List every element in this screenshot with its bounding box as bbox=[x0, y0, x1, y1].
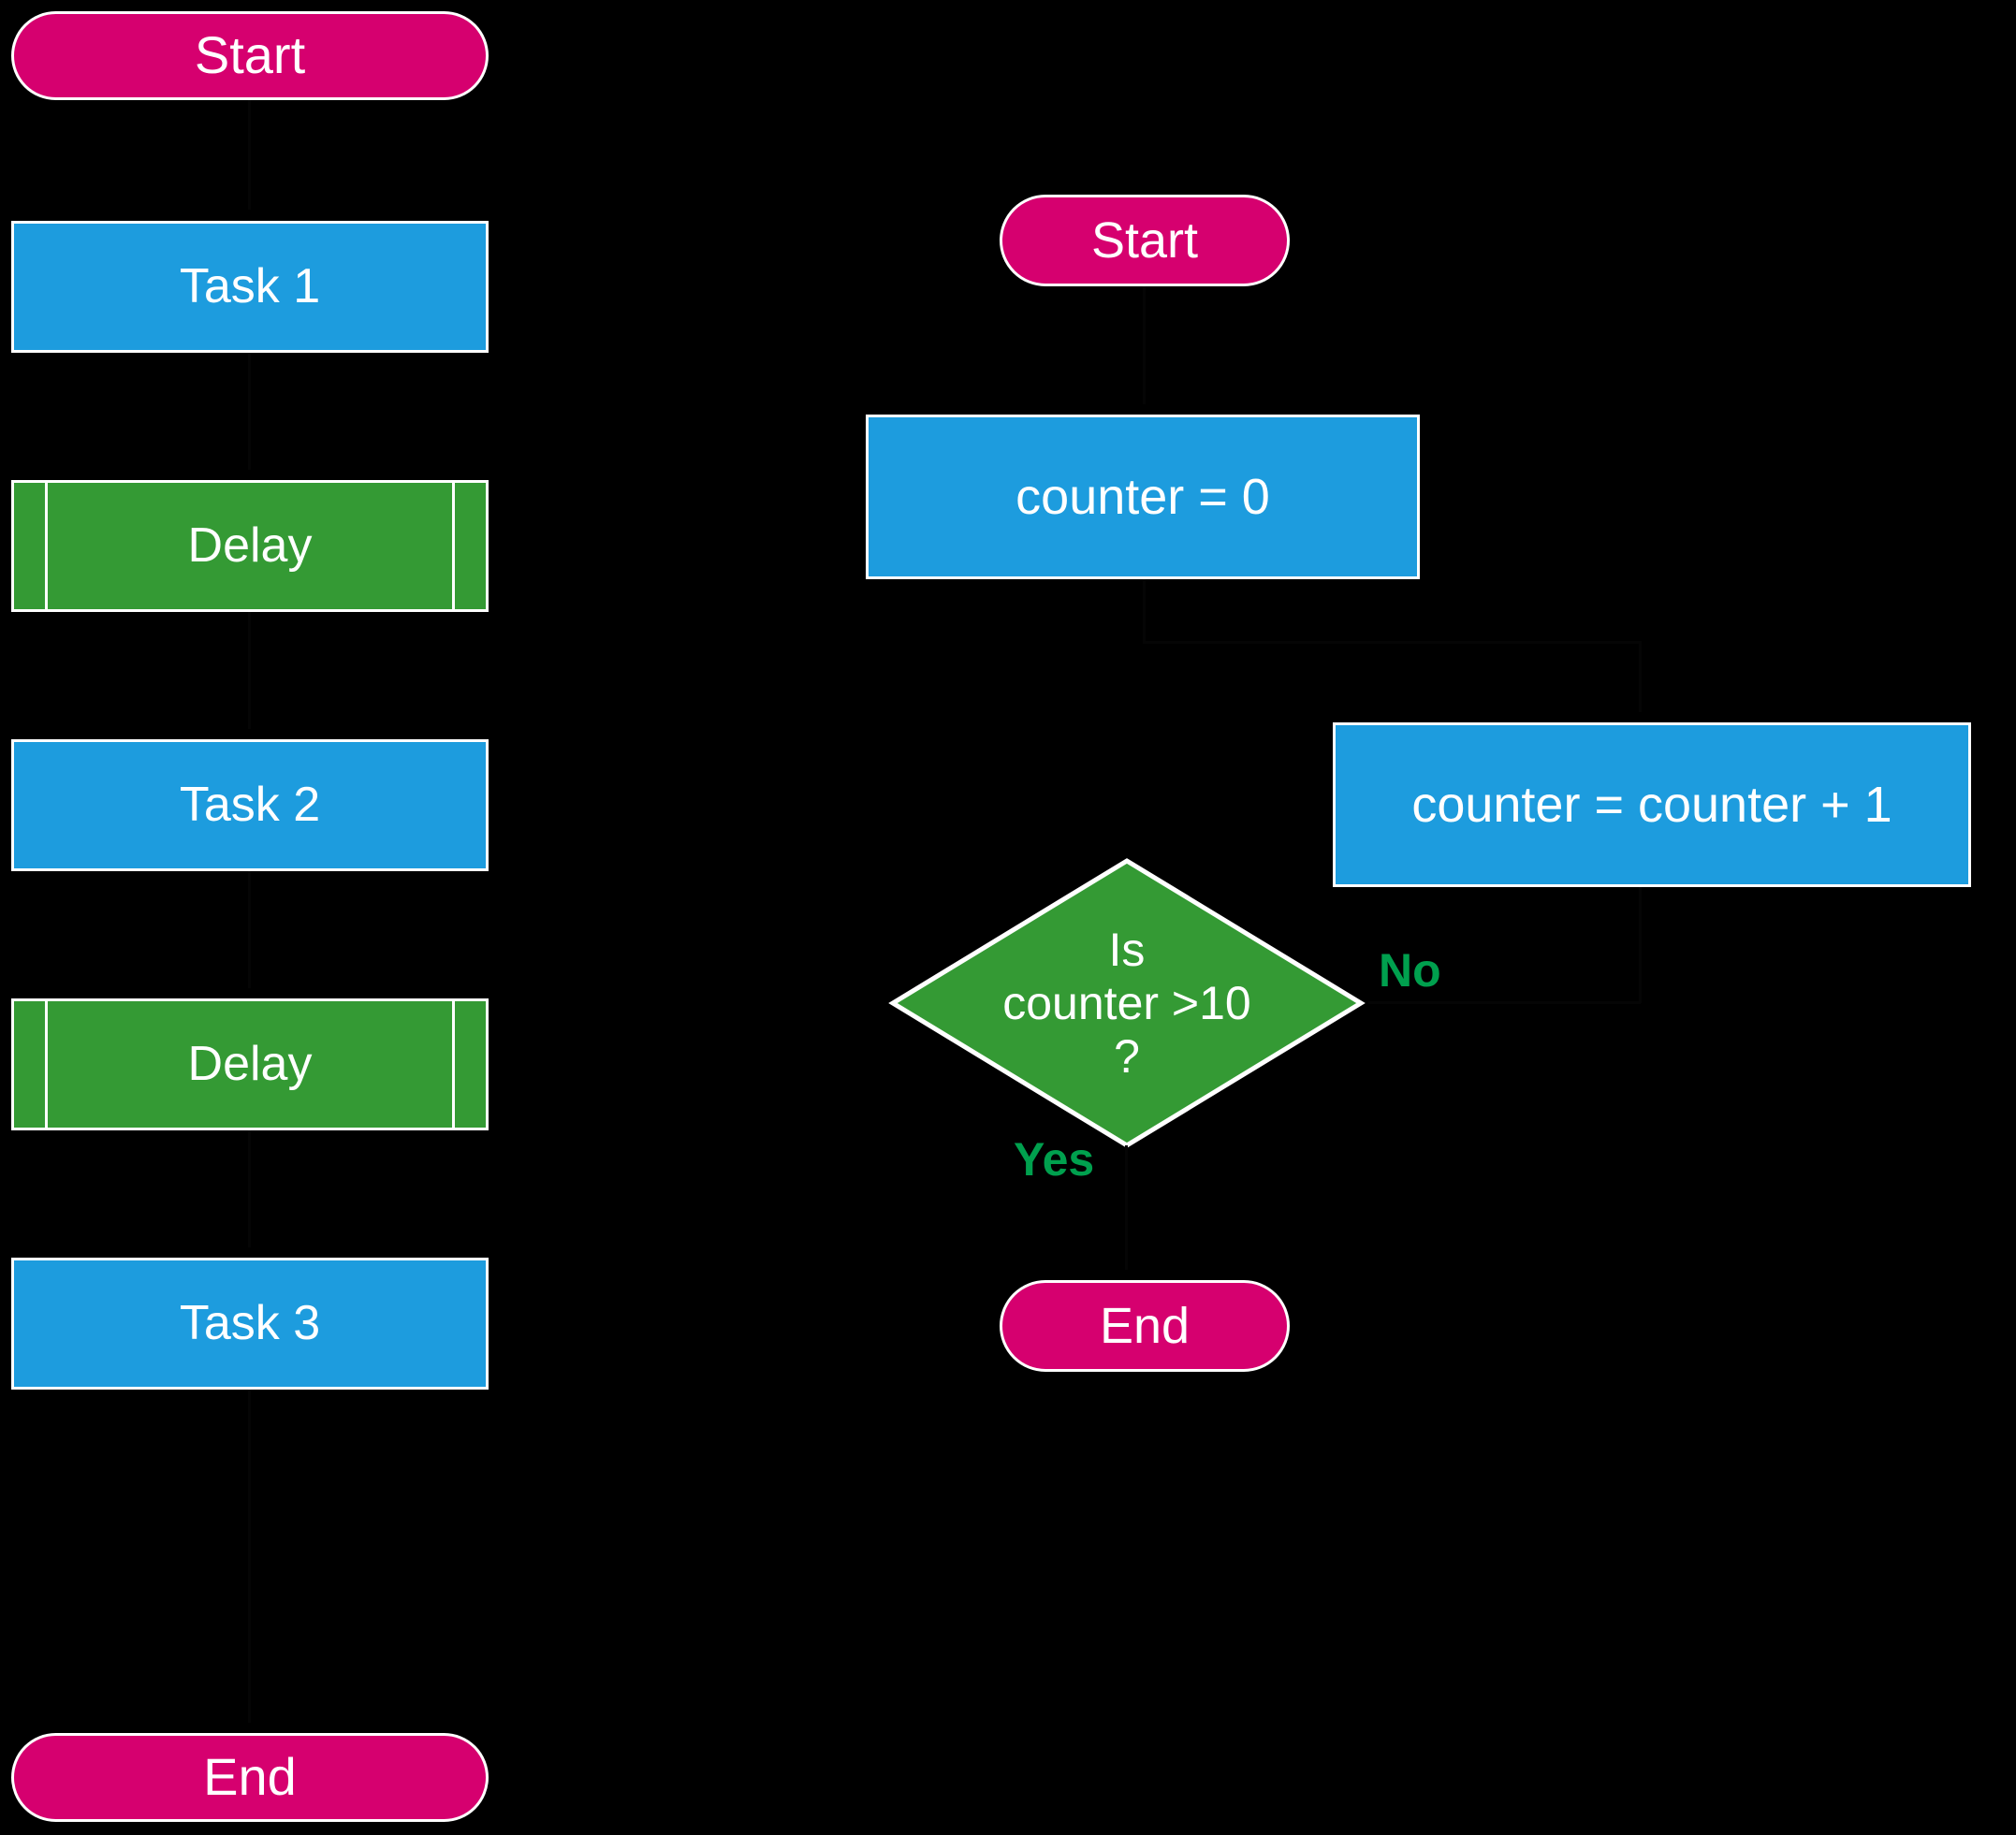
node-delay-2[interactable]: Delay bbox=[11, 998, 489, 1130]
node-counter-init[interactable]: counter = 0 bbox=[866, 415, 1420, 579]
arrowhead-right-start-to-counter-init bbox=[1135, 404, 1152, 417]
delay-right-rule-1 bbox=[452, 483, 455, 609]
delay-left-rule-2 bbox=[45, 1001, 48, 1128]
node-right-end-label: End bbox=[1099, 1297, 1191, 1354]
node-delay-1-label: Delay bbox=[187, 518, 313, 574]
node-delay-2-label: Delay bbox=[187, 1037, 313, 1092]
node-left-end[interactable]: End bbox=[11, 1733, 489, 1822]
connector-task-3-to-left-end bbox=[248, 1390, 251, 1731]
node-delay-1[interactable]: Delay bbox=[11, 480, 489, 612]
node-left-start[interactable]: Start bbox=[11, 11, 489, 100]
connector-task-2-to-delay-2 bbox=[248, 871, 251, 997]
arrowhead-counter-init-to-counter-inc bbox=[1631, 712, 1648, 725]
connector-task-1-to-delay-1 bbox=[248, 353, 251, 478]
node-task-2-label: Task 2 bbox=[179, 778, 321, 833]
delay-left-rule-1 bbox=[45, 483, 48, 609]
arrowhead-left-start-to-task-1 bbox=[241, 210, 257, 223]
node-task-3-label: Task 3 bbox=[179, 1296, 321, 1351]
arrowhead-task-2-to-delay-2 bbox=[241, 988, 257, 1001]
node-decision[interactable]: Is counter >10 ? bbox=[887, 855, 1366, 1151]
arrowhead-delay-1-to-task-2 bbox=[241, 729, 257, 742]
node-right-start-label: Start bbox=[1090, 211, 1199, 269]
node-counter-inc-label: counter = counter + 1 bbox=[1411, 776, 1892, 833]
node-task-1-label: Task 1 bbox=[179, 259, 321, 314]
connector-counter-init-to-counter-inc-vertical bbox=[1143, 579, 1146, 641]
connector-counter-inc-to-decision-horizontal bbox=[1366, 1001, 1641, 1004]
node-task-1[interactable]: Task 1 bbox=[11, 221, 489, 353]
delay-right-rule-2 bbox=[452, 1001, 455, 1128]
node-left-end-label: End bbox=[203, 1747, 297, 1807]
connector-counter-inc-to-decision-drop bbox=[1639, 887, 1642, 1003]
edge-label-no: No bbox=[1379, 943, 1441, 998]
node-left-start-label: Start bbox=[194, 25, 306, 85]
edge-label-yes-text: Yes bbox=[1014, 1133, 1095, 1186]
connector-counter-init-to-counter-inc-drop bbox=[1639, 641, 1642, 721]
arrowhead-task-1-to-delay-1 bbox=[241, 470, 257, 483]
connector-delay-1-to-task-2 bbox=[248, 612, 251, 737]
connector-delay-2-to-task-3 bbox=[248, 1130, 251, 1256]
edge-label-yes: Yes bbox=[1014, 1132, 1094, 1187]
arrowhead-delay-2-to-task-3 bbox=[241, 1247, 257, 1260]
connector-decision-to-right-end bbox=[1125, 1145, 1128, 1278]
edge-label-no-text: No bbox=[1379, 944, 1441, 997]
node-task-2[interactable]: Task 2 bbox=[11, 739, 489, 871]
connector-left-start-to-task-1 bbox=[248, 98, 251, 218]
node-counter-inc[interactable]: counter = counter + 1 bbox=[1333, 722, 1971, 887]
connector-right-start-to-counter-init bbox=[1143, 286, 1146, 413]
node-right-start[interactable]: Start bbox=[1000, 195, 1290, 286]
node-right-end[interactable]: End bbox=[1000, 1280, 1290, 1372]
connector-counter-init-to-counter-inc-horizontal bbox=[1143, 641, 1642, 644]
node-task-3[interactable]: Task 3 bbox=[11, 1258, 489, 1390]
node-counter-init-label: counter = 0 bbox=[1015, 468, 1270, 525]
